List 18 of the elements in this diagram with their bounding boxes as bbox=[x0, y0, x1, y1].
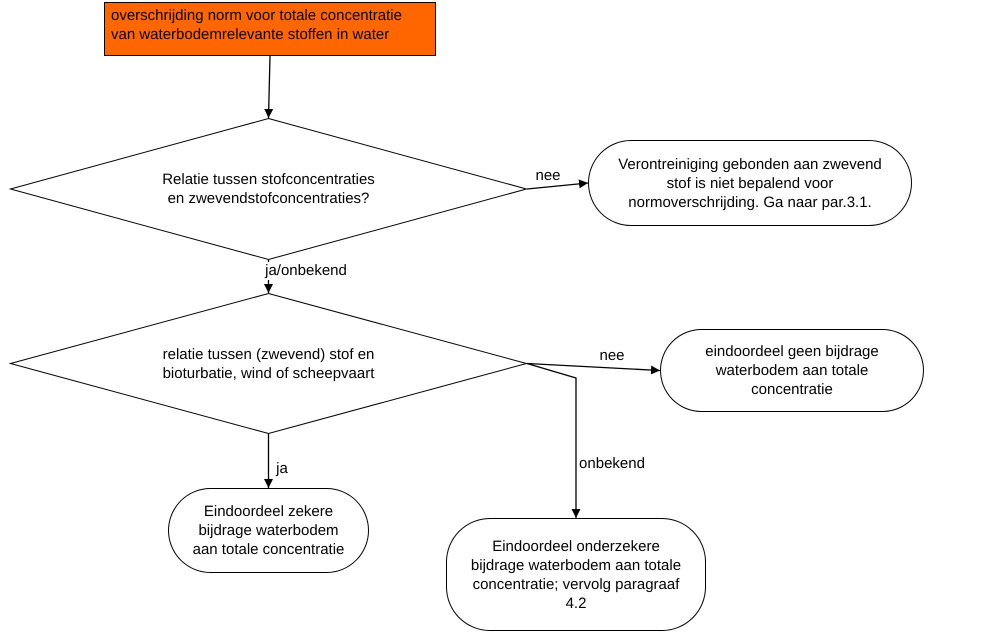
node-text: Eindoordeel onderzekere bijdrage waterbodem aan totale concentratie; vervolg paragraaf 4.2 bbox=[470, 536, 682, 612]
edge-label: ja bbox=[274, 460, 290, 478]
arrow bbox=[526, 362, 660, 375]
node-text: Verontreiniging gebonden aan zwevend stof is niet bepalend voor normoverschrijding. Ga naar par.3.1. bbox=[617, 154, 883, 212]
edge-label: ja/onbekend bbox=[263, 262, 349, 280]
node-text: overschrijding norm voor totale concentratie van waterbodemrelevante stoffen in water bbox=[111, 7, 402, 43]
arrow bbox=[526, 362, 580, 518]
arrow bbox=[264, 56, 274, 118]
node-text: eindoordeel geen bijdrage waterbodem aan totale concentratie bbox=[704, 342, 880, 399]
decision-text: Relatie tussen stofconcentraties en zwevendstofconcentraties? bbox=[161, 170, 376, 208]
terminal-box bbox=[446, 518, 706, 631]
arrow bbox=[264, 434, 273, 488]
decision-diamond bbox=[8, 118, 528, 260]
start-box bbox=[104, 2, 436, 56]
arrow bbox=[526, 179, 588, 190]
decision-text: relatie tussen (zwevend) stof en bioturbatie, wind of scheepvaart bbox=[162, 344, 376, 382]
decision-diamond bbox=[8, 292, 528, 434]
node-text: Eindoordeel zekere bijdrage waterbodem aan totale concentratie bbox=[192, 502, 346, 559]
